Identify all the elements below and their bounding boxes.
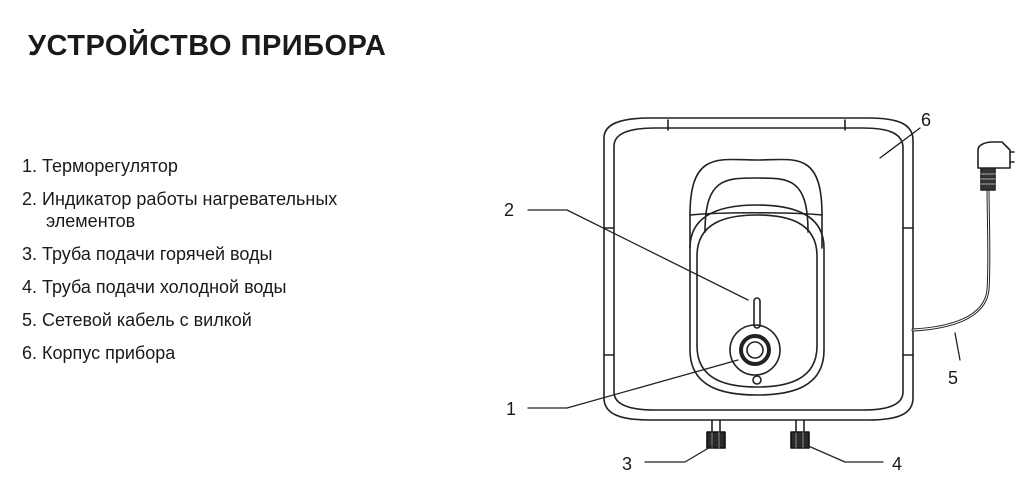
list-item: 3. Труба подачи горячей воды (22, 243, 337, 265)
list-item: 4. Труба подачи холодной воды (22, 276, 337, 298)
indicator-light (753, 297, 761, 329)
thermostat-knob (739, 334, 771, 366)
part-label: 5. Сетевой кабель с вилкой (22, 310, 252, 330)
callout-5: 5 (948, 368, 958, 388)
hot-water-pipe (706, 431, 726, 449)
leader-line (644, 445, 713, 463)
panel-screw (752, 375, 762, 385)
callout-3: 3 (622, 454, 632, 474)
thermostat-knob-center (746, 341, 764, 359)
list-item: 1. Терморегулятор (22, 155, 337, 177)
handle-arch-inner (704, 177, 809, 233)
leader-line (879, 127, 921, 159)
list-item: 6. Корпус прибора (22, 342, 337, 364)
part-label-continuation: элементов (46, 211, 136, 231)
control-panel-outline (689, 204, 825, 396)
handle-arch-shade (689, 211, 823, 216)
leader-line (954, 332, 961, 361)
list-item: 5. Сетевой кабель с вилкой (22, 309, 337, 331)
leader-line (527, 209, 749, 301)
part-label: 6. Корпус прибора (22, 343, 176, 363)
power-cable (911, 186, 991, 332)
callout-2: 2 (504, 200, 514, 220)
callout-6: 6 (921, 110, 931, 130)
part-label: 4. Труба подачи холодной воды (22, 277, 287, 297)
thermostat-knob-ring (729, 324, 781, 376)
leader-line (527, 359, 739, 409)
heater-body-inner (613, 127, 904, 411)
power-cable-inner (912, 187, 990, 331)
callout-1: 1 (506, 399, 516, 419)
water-heater-diagram: 2 1 3 4 5 6 (504, 110, 1015, 474)
part-label: 1. Терморегулятор (22, 156, 178, 176)
part-label: 3. Труба подачи горячей воды (22, 244, 273, 264)
page-title: УСТРОЙСТВО ПРИБОРА (28, 30, 387, 62)
control-panel-inner (696, 214, 818, 388)
list-item: 2. Индикатор работы нагревательных элеме… (22, 188, 337, 232)
plug-icon (977, 141, 1015, 191)
leader-line (805, 444, 884, 463)
parts-list: 1. Терморегулятор 2. Индикатор работы на… (22, 155, 337, 375)
callout-4: 4 (892, 454, 902, 474)
part-label: 2. Индикатор работы нагревательных (22, 189, 338, 209)
heater-body-outline (603, 117, 914, 421)
handle-arch-outer (689, 158, 823, 249)
